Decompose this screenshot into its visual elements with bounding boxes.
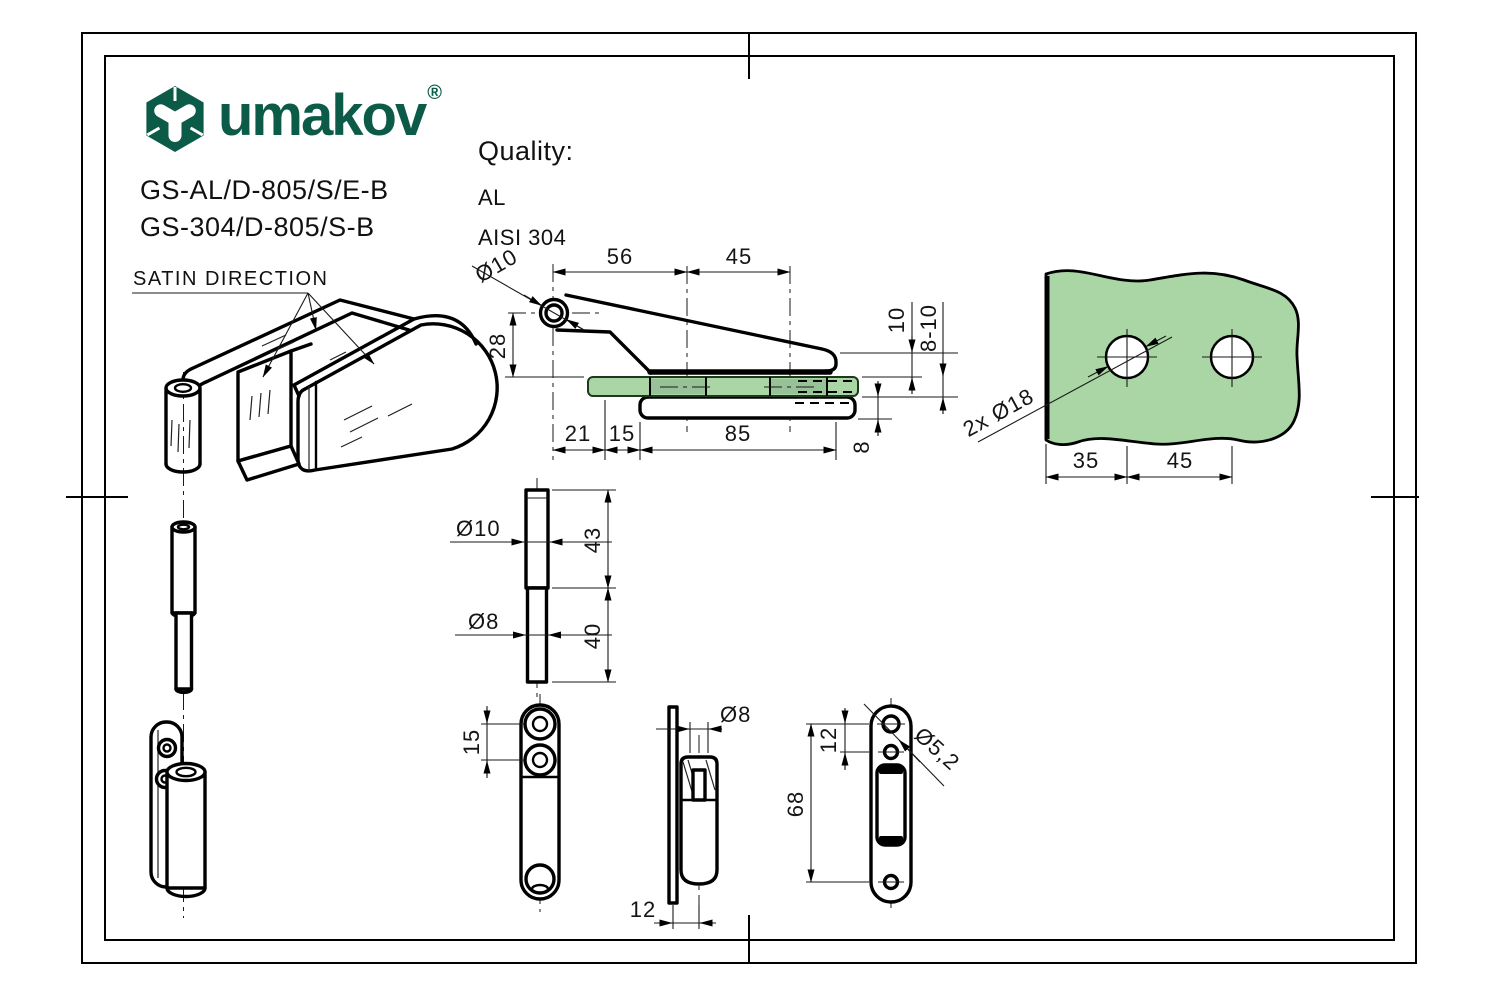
brand-name: umakov <box>218 83 427 148</box>
dim-8-10: 8-10 <box>916 304 941 352</box>
pin-2d-view: Ø10 Ø8 43 40 <box>450 478 616 700</box>
quality-block: Quality: AL AISI 304 <box>478 136 574 251</box>
umakov-hexagon-icon <box>146 86 204 152</box>
dim-pin-d10: Ø10 <box>456 516 501 541</box>
dim-28: 28 <box>485 333 510 359</box>
pin-3d-view <box>170 520 197 695</box>
dim-35: 35 <box>1073 448 1099 473</box>
product-codes: GS-AL/D-805/S/E-B GS-304/D-805/S-B <box>140 172 389 246</box>
quality-label: Quality: <box>478 136 574 166</box>
quality-material-2: AISI 304 <box>478 225 567 250</box>
mount-plate-view: 68 12 Ø5,2 <box>783 698 965 912</box>
satin-leaders <box>132 292 375 378</box>
side-small-view: Ø8 12 <box>630 702 751 929</box>
dim-10: 10 <box>884 307 909 333</box>
product-code-2: GS-304/D-805/S-B <box>140 212 375 242</box>
dim-pin-d8: Ø8 <box>468 609 499 634</box>
sheet-frame <box>66 32 1419 964</box>
dim-45b: 45 <box>1167 448 1193 473</box>
dim-85: 85 <box>725 421 751 446</box>
dim-2x18: 2x Ø18 <box>959 383 1039 442</box>
dim-43: 43 <box>580 527 605 553</box>
dim-12-plate: 12 <box>816 727 841 753</box>
brand-logo: umakov ® <box>142 82 442 154</box>
main-side-view: Ø10 56 45 28 10 8-10 8 21 15 <box>471 244 958 460</box>
dim-45: 45 <box>726 244 752 269</box>
dim-21: 21 <box>565 421 591 446</box>
dim-8: 8 <box>849 440 874 453</box>
dim-68: 68 <box>783 791 808 817</box>
front-view: 15 <box>459 694 561 912</box>
dim-15-front: 15 <box>459 729 484 755</box>
door-panel-view: 2x Ø18 35 45 <box>959 269 1301 484</box>
satin-direction-label: SATIN DIRECTION <box>133 268 329 290</box>
product-code-1: GS-AL/D-805/S/E-B <box>140 175 389 205</box>
iso-3d-view <box>164 298 499 482</box>
dim-15: 15 <box>609 421 635 446</box>
quality-material-1: AL <box>478 185 506 210</box>
dim-d52: Ø5,2 <box>910 722 965 775</box>
dim-12-offset: 12 <box>630 897 656 922</box>
registered-trademark: ® <box>427 82 442 104</box>
hinge-3d-bottom-view <box>149 720 207 899</box>
dim-bush-d8: Ø8 <box>720 702 751 727</box>
dim-56: 56 <box>607 244 633 269</box>
dim-40: 40 <box>580 623 605 649</box>
